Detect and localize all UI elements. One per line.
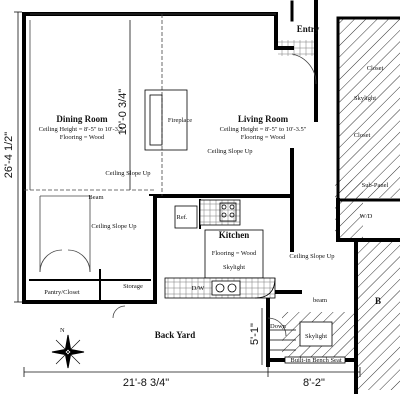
down-label: Down xyxy=(270,323,287,330)
dimension-inner-vertical: 10'-0 3/4" xyxy=(117,89,129,135)
living-room-ceiling: Ceiling Height = 8'-5" to 10'-3.5" xyxy=(220,126,307,133)
bench-label: Built-in Bench Seat xyxy=(290,357,341,364)
entry-name: Entry xyxy=(297,24,320,34)
ref-label: Ref. xyxy=(176,214,187,221)
dining-room-flooring: Flooring = Wood xyxy=(60,134,105,141)
entry-tile-floor xyxy=(278,40,314,56)
living-room-name: Living Room xyxy=(238,114,289,124)
dimension-bottom: 21'-8 3/4" xyxy=(123,377,169,389)
kitchen-flooring: Flooring = Wood xyxy=(212,250,257,257)
fireplace-symbol xyxy=(144,89,188,151)
storage-label: Storage xyxy=(123,283,143,290)
ceiling-slope-beam: Ceiling Slope Up xyxy=(91,223,136,230)
ceiling-slope-dining: Ceiling Slope Up xyxy=(105,170,150,177)
skylight-lower-label: Skylight xyxy=(305,333,327,340)
dimension-small-vertical: 5'-1" xyxy=(249,323,261,345)
sub-panel-label: Sub-Panel xyxy=(362,182,389,189)
fireplace-label: Fireplace xyxy=(168,117,192,124)
ceiling-slope-kitchen: Ceiling Slope Up xyxy=(289,253,334,260)
dining-room-ceiling: Ceiling Height = 8'-5" to 10'-3.5" xyxy=(39,126,126,133)
back-yard-name: Back Yard xyxy=(155,330,195,340)
wd-label: W/D xyxy=(360,213,373,220)
kitchen-skylight: Skylight xyxy=(223,264,245,271)
north-label: N xyxy=(60,327,65,334)
pantry-label: Pantry/Closet xyxy=(44,289,80,296)
dimension-left: 26'-4 1/2" xyxy=(3,132,15,178)
living-room-flooring: Flooring = Wood xyxy=(241,134,286,141)
skylight-right-label: Skylight xyxy=(354,95,376,102)
beam-lower-label: beam xyxy=(313,297,327,304)
beam-label: Beam xyxy=(88,194,103,201)
dimension-bottom-right: 8'-2" xyxy=(303,377,325,389)
kitchen-counters xyxy=(164,199,276,299)
stairs xyxy=(270,329,346,364)
dimension-lines xyxy=(14,11,361,377)
closet-top-label: Closet xyxy=(367,65,384,72)
ceiling-slope-living: Ceiling Slope Up xyxy=(207,148,252,155)
edge-b-label: B xyxy=(375,296,381,306)
kitchen-name: Kitchen xyxy=(219,230,250,240)
north-arrow xyxy=(51,334,85,369)
closet-mid-label: Closet xyxy=(354,132,371,139)
skylight-box xyxy=(299,321,333,347)
dining-room-name: Dining Room xyxy=(56,114,108,124)
dw-label: D/W xyxy=(192,285,206,292)
